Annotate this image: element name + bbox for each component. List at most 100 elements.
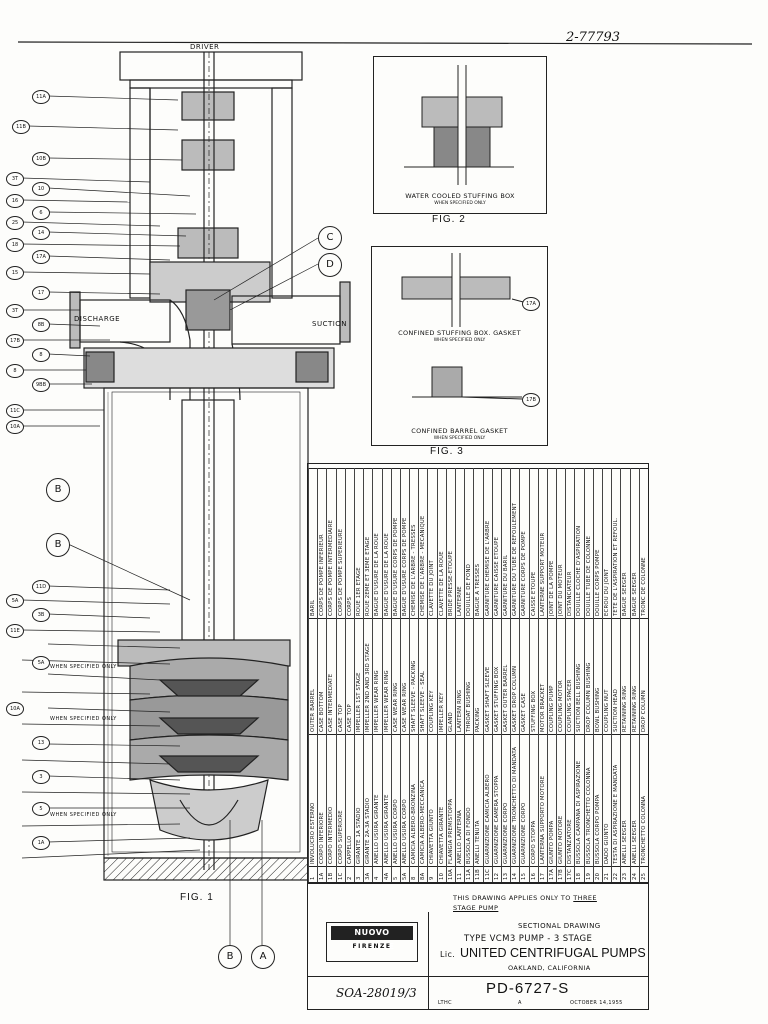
table-column-divider (418, 468, 420, 882)
callout-bubble: 8 (32, 348, 50, 362)
table-cell-italian: CHIAVETTA GIRANTE (438, 806, 445, 864)
license-prefix: Lic. (440, 950, 456, 959)
table-band-divider (308, 866, 648, 867)
table-cell-english: IMPELLER 1ST STAGE (355, 672, 362, 732)
table-cell-numbers: 17A (548, 869, 555, 880)
table-column-divider (565, 468, 567, 882)
table-cell-italian: FLANGIA PREMISTOPPA (447, 798, 454, 864)
table-cell-french: GARNITURE CHEMISE DE L'ARBRE (484, 520, 491, 616)
table-cell-italian: CAMICIA ALBERO-MECCANICA (420, 779, 427, 864)
table-cell-english: CASE BOTTOM (319, 691, 326, 732)
table-cell-numbers: 18 (576, 872, 583, 880)
table-cell-english: IMPELLER WEAR RING (374, 670, 381, 732)
table-column-divider (620, 468, 622, 882)
table-column-divider (363, 468, 365, 882)
table-cell-english: CASE TOP (337, 704, 344, 732)
drawing-title-2: TYPE VCM3 PUMP - 3 STAGE (464, 934, 593, 944)
applies-note-stages: THREE (573, 894, 597, 902)
callout-bubble: 8B (32, 318, 50, 332)
table-cell-numbers: 10A (447, 869, 454, 880)
fig3-subcaption-b: WHEN SPECIFIED ONLY (433, 436, 486, 441)
drawing-number: PD-6727-S (486, 980, 570, 997)
table-column-divider (317, 468, 319, 882)
title-block: THIS DRAWING APPLIES ONLY TO THREE STAGE… (307, 883, 649, 1010)
callout-bubble: 25 (6, 216, 24, 230)
fig2-label: FIG. 2 (432, 214, 466, 225)
table-cell-numbers: 10 (438, 872, 445, 880)
table-column-divider (638, 468, 640, 882)
table-column-divider (602, 468, 604, 882)
table-cell-numbers: 1A (319, 872, 326, 880)
company-name: NUOVO PIGNONE (331, 926, 413, 951)
table-cell-english: CASE WEAR RING (401, 682, 408, 732)
callout-d: D (318, 253, 342, 277)
table-cell-italian: ANELLO USURA CORPO (392, 799, 399, 864)
table-cell-french: ROUE 2EME ET 3EME ETAGE (365, 536, 372, 616)
table-cell-italian: TESTA DI ASPIRAZIONE E MANDATA (613, 764, 620, 864)
table-cell-italian: BUSSOLA CORPO POMPA (594, 794, 601, 864)
table-cell-french: BAGUE D'USURE CORPS DE POMPE (392, 517, 399, 616)
table-cell-french: JOINT DE LA POMPE (548, 560, 555, 616)
table-cell-french: DOUILLE DE FOND (466, 564, 473, 616)
callout-note: WHEN SPECIFIED ONLY (50, 812, 117, 818)
table-cell-english: COUPLING KEY (429, 690, 436, 732)
table-cell-french: DISTANCIATEUR (567, 571, 574, 616)
callout-b-bottom: B (218, 945, 242, 969)
table-cell-english: COUPLING NUT (604, 689, 611, 732)
table-cell-french: CHEMISE DE L'ARBRE - TRESSES (411, 524, 418, 616)
table-band-divider (308, 734, 648, 735)
applies-note-text: THIS DRAWING APPLIES ONLY TO (453, 894, 571, 902)
table-cell-italian: INVOLUCRO ESTERNO (310, 802, 316, 864)
table-cell-italian: GIRANTE 1A STADIO (355, 807, 362, 864)
table-cell-numbers: 11A (466, 869, 473, 880)
table-column-divider (353, 468, 355, 882)
table-cell-italian: DADO GIUNTO (604, 823, 611, 864)
table-cell-numbers: 4 (374, 876, 381, 880)
table-cell-french: DOUILLE TUBE DE COLONNE (585, 535, 592, 616)
table-cell-italian: CORPO INFERIORE (319, 812, 326, 864)
table-cell-italian: GUARNIZIONE CORPO (521, 802, 528, 864)
table-cell-numbers: 17 (539, 872, 546, 880)
table-column-divider (473, 468, 475, 882)
table-cell-numbers: 15 (521, 872, 528, 880)
licensor-name: UNITED CENTRIFUGAL PUMPS (460, 946, 646, 960)
table-cell-english: STUFFING BOX (530, 690, 537, 732)
table-cell-english: GASKET CASE (521, 692, 528, 732)
table-cell-french: GARNITURE DU BARIL (502, 554, 509, 616)
fig3-caption-b: CONFINED BARREL GASKET (411, 427, 508, 435)
table-cell-numbers: 23 (622, 872, 629, 880)
table-cell-numbers: 21 (604, 872, 611, 880)
table-cell-english: IMPELLER WEAR RING (383, 670, 390, 732)
table-cell-french: JOINT DU MOTEUR (558, 564, 565, 616)
table-cell-english: IMPELLER KEY (438, 692, 445, 732)
table-cell-italian: CORPO INTERMEDIO (328, 806, 335, 864)
table-column-divider (510, 468, 512, 882)
table-column-divider (326, 468, 328, 882)
callout-bubble: 10A (6, 420, 24, 434)
table-cell-numbers: 25 (640, 872, 647, 880)
table-column-divider (500, 468, 502, 882)
company-logo: NUOVO PIGNONE FIRENZE (326, 922, 418, 962)
licensor-city: OAKLAND, CALIFORNIA (508, 964, 591, 972)
table-cell-italian: CORPO STOPPA (530, 820, 537, 864)
table-cell-french: BAGUE D'USURE DE LA ROUE (374, 533, 381, 616)
applies-note: THIS DRAWING APPLIES ONLY TO THREE (453, 894, 597, 902)
table-cell-italian: LANTERNA SUPPORTO MOTORE (539, 775, 546, 864)
table-cell-numbers: 5 (392, 876, 399, 880)
table-cell-french: GARNITURE CORPS DE POMPE (521, 531, 528, 616)
fig3-callout-17a: 17A (522, 297, 540, 311)
table-cell-numbers: 16 (530, 872, 537, 880)
callout-bubble: 10 (32, 182, 50, 196)
table-cell-italian: TRONCHETTO COLONNA (640, 795, 647, 864)
table-cell-italian: ANELLO USURA CORPO (401, 799, 408, 864)
table-cell-numbers: 3A (365, 872, 372, 880)
table-cell-italian: ANELLI TENUTA (475, 820, 482, 864)
fig2-inset: WATER COOLED STUFFING BOX WHEN SPECIFIED… (373, 56, 547, 214)
table-column-divider (390, 468, 392, 882)
table-column-divider (556, 468, 558, 882)
callout-bubble: 17 (32, 286, 50, 300)
footer-left: LTHC (438, 1000, 453, 1006)
fig3-callout-17b: 17B (522, 393, 540, 407)
callout-bubble: 5 (32, 802, 50, 816)
